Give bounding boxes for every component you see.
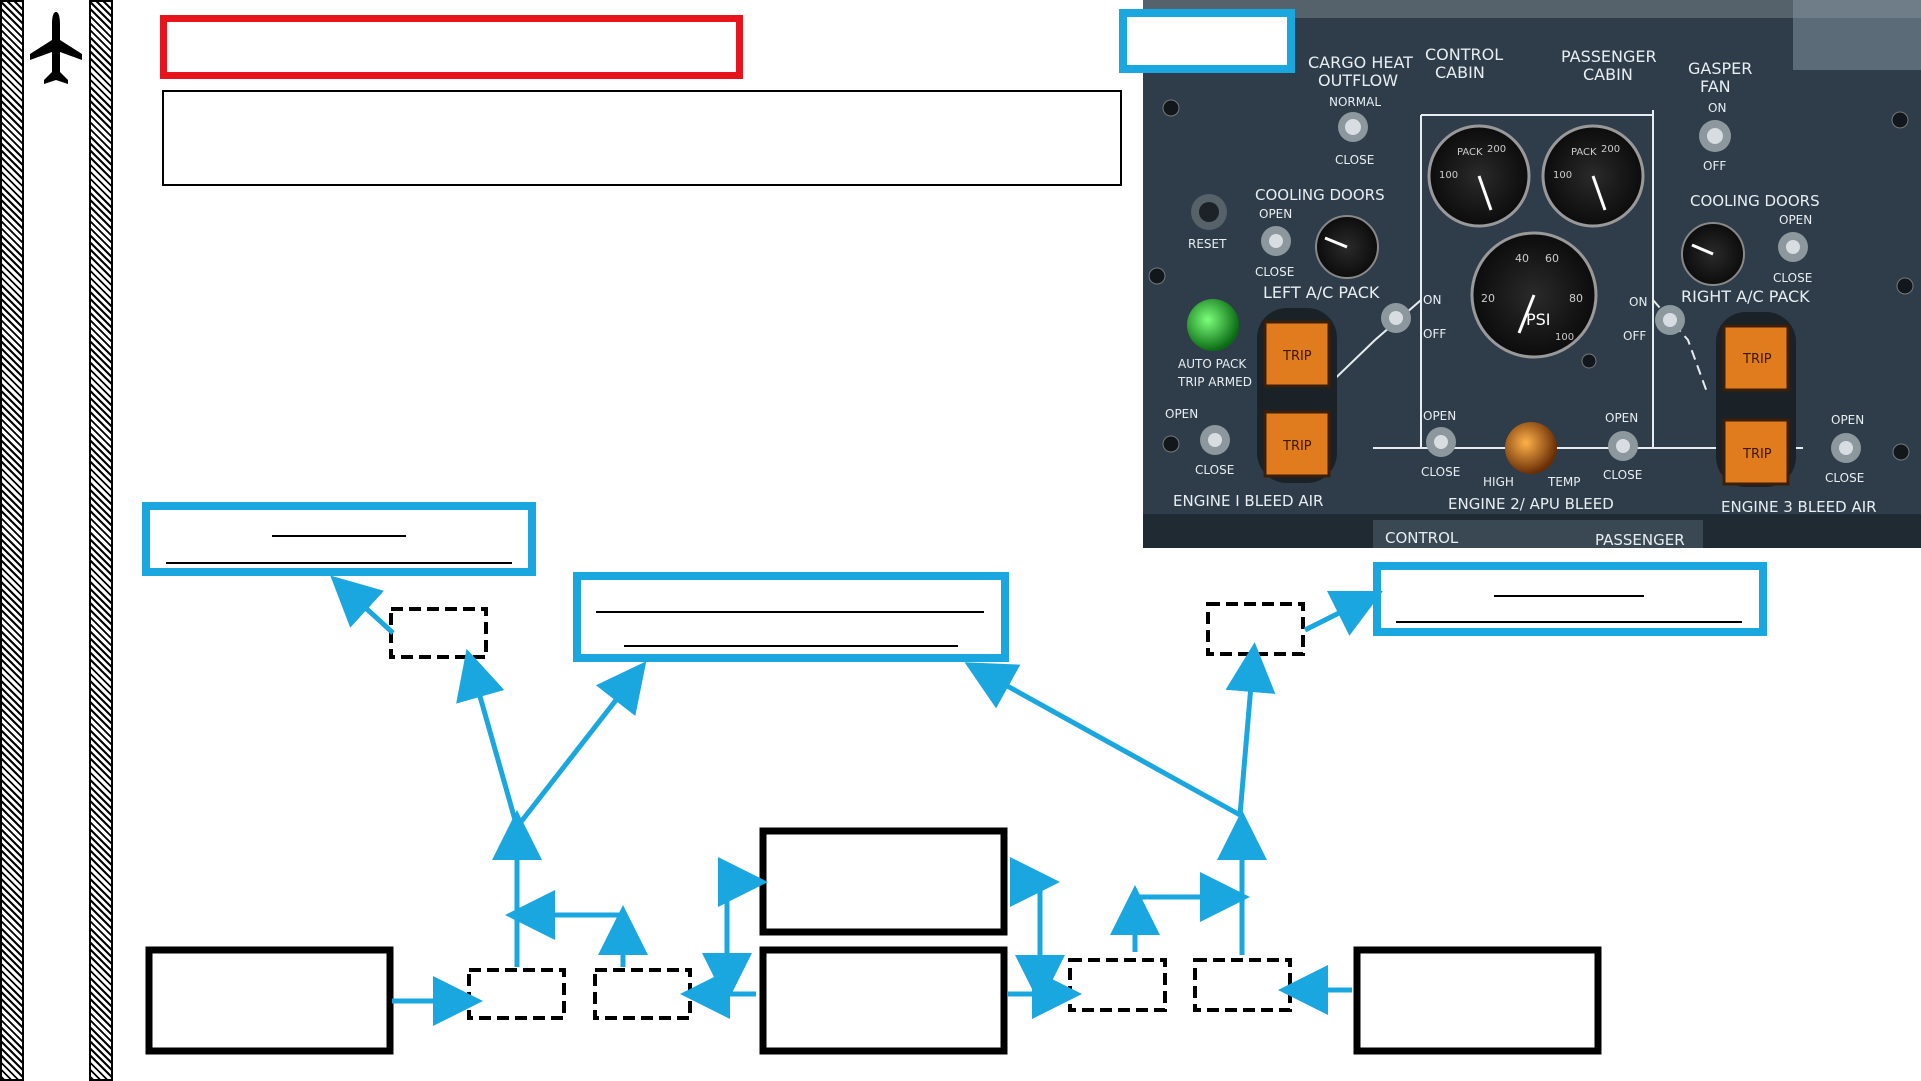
svg-text:OPEN: OPEN — [1831, 413, 1864, 427]
dashed-box-bottom-3 — [1068, 958, 1167, 1012]
svg-text:CONTROL: CONTROL — [1425, 45, 1503, 64]
svg-text:OFF: OFF — [1703, 159, 1726, 173]
svg-text:100: 100 — [1553, 170, 1572, 181]
dashed-box-top-right — [1206, 602, 1305, 656]
description-box — [162, 90, 1122, 186]
left-hatched-bar — [0, 0, 24, 1081]
left-callout-box — [142, 502, 536, 576]
svg-text:ON: ON — [1629, 295, 1647, 309]
dashed-box-bottom-1 — [467, 968, 566, 1020]
svg-text:CLOSE: CLOSE — [1195, 463, 1234, 477]
svg-text:OPEN: OPEN — [1605, 411, 1638, 425]
dashed-box-bottom-4 — [1193, 958, 1292, 1012]
dashed-box-bottom-2 — [593, 968, 692, 1020]
svg-text:TRIP: TRIP — [1282, 439, 1312, 454]
svg-text:TRIP ARMED: TRIP ARMED — [1177, 375, 1252, 389]
svg-text:HIGH: HIGH — [1483, 475, 1514, 489]
airplane-icon — [30, 12, 82, 84]
svg-text:40: 40 — [1515, 252, 1529, 265]
photo-label-engine1: ENGINE I BLEED AIR — [1173, 492, 1323, 510]
flow-arrows — [330, 575, 1383, 1026]
svg-text:100: 100 — [1439, 170, 1458, 181]
svg-text:80: 80 — [1569, 292, 1583, 305]
photo-label-close: CLOSE — [1335, 153, 1374, 167]
engine1-box — [145, 946, 394, 1055]
photo-label-cargo-heat: CARGO HEAT — [1308, 53, 1413, 72]
svg-text:TRIP: TRIP — [1742, 352, 1772, 367]
svg-text:CLOSE: CLOSE — [1603, 468, 1642, 482]
svg-text:OPEN: OPEN — [1259, 207, 1292, 221]
panel-callout-tag — [1119, 9, 1295, 73]
svg-text:ON: ON — [1708, 101, 1726, 115]
svg-text:OUTFLOW: OUTFLOW — [1318, 71, 1398, 90]
svg-text:TRIP: TRIP — [1742, 447, 1772, 462]
svg-text:OPEN: OPEN — [1423, 409, 1456, 423]
svg-text:CABIN: CABIN — [1435, 63, 1485, 82]
engine2-lower-box — [759, 946, 1008, 1055]
inner-hatched-bar — [89, 0, 113, 1081]
svg-text:OPEN: OPEN — [1165, 407, 1198, 421]
photo-label-right-pack: RIGHT A/C PACK — [1681, 287, 1810, 306]
photo-label-psi: PSI — [1526, 310, 1551, 329]
photo-label-passenger: PASSENGER — [1595, 531, 1685, 548]
title-box — [160, 15, 743, 79]
svg-text:20: 20 — [1481, 292, 1495, 305]
svg-text:TRIP: TRIP — [1282, 349, 1312, 364]
svg-text:CLOSE: CLOSE — [1773, 271, 1812, 285]
svg-text:200: 200 — [1601, 144, 1620, 155]
engine2-upper-box — [759, 827, 1008, 936]
svg-text:TEMP: TEMP — [1547, 475, 1581, 489]
svg-text:PACK: PACK — [1457, 147, 1483, 158]
svg-text:OPEN: OPEN — [1779, 213, 1812, 227]
photo-label-control: CONTROL — [1385, 529, 1459, 547]
svg-text:GASPER: GASPER — [1688, 59, 1752, 78]
svg-text:PACK: PACK — [1571, 147, 1597, 158]
svg-text:OFF: OFF — [1623, 329, 1646, 343]
photo-label-engine3: ENGINE 3 BLEED AIR — [1721, 498, 1877, 516]
photo-label-cooling-doors-left: COOLING DOORS — [1255, 186, 1385, 204]
photo-label-left-pack: LEFT A/C PACK — [1263, 283, 1380, 302]
svg-text:200: 200 — [1487, 144, 1506, 155]
svg-text:CLOSE: CLOSE — [1255, 265, 1294, 279]
photo-label-reset: RESET — [1188, 237, 1227, 251]
photo-label-normal: NORMAL — [1329, 95, 1381, 109]
center-callout-box — [573, 572, 1009, 662]
photo-label-engine2: ENGINE 2/ APU BLEED — [1448, 495, 1614, 513]
air-conditioning-panel-photo: CONTROL PASSENGER CARGO HEAT OUTFLOW NOR… — [1143, 0, 1921, 548]
svg-text:CLOSE: CLOSE — [1825, 471, 1864, 485]
svg-text:OFF: OFF — [1423, 327, 1446, 341]
svg-text:CLOSE: CLOSE — [1421, 465, 1460, 479]
svg-text:PASSENGER: PASSENGER — [1561, 47, 1657, 66]
right-callout-box — [1373, 562, 1767, 636]
svg-text:CABIN: CABIN — [1583, 65, 1633, 84]
svg-text:60: 60 — [1545, 252, 1559, 265]
svg-text:ON: ON — [1423, 293, 1441, 307]
svg-text:AUTO PACK: AUTO PACK — [1178, 357, 1247, 371]
dashed-box-top-left — [389, 607, 488, 659]
svg-text:FAN: FAN — [1700, 77, 1731, 96]
photo-label-cooling-doors-right: COOLING DOORS — [1690, 192, 1820, 210]
svg-text:100: 100 — [1555, 332, 1574, 343]
engine3-box — [1353, 946, 1602, 1055]
